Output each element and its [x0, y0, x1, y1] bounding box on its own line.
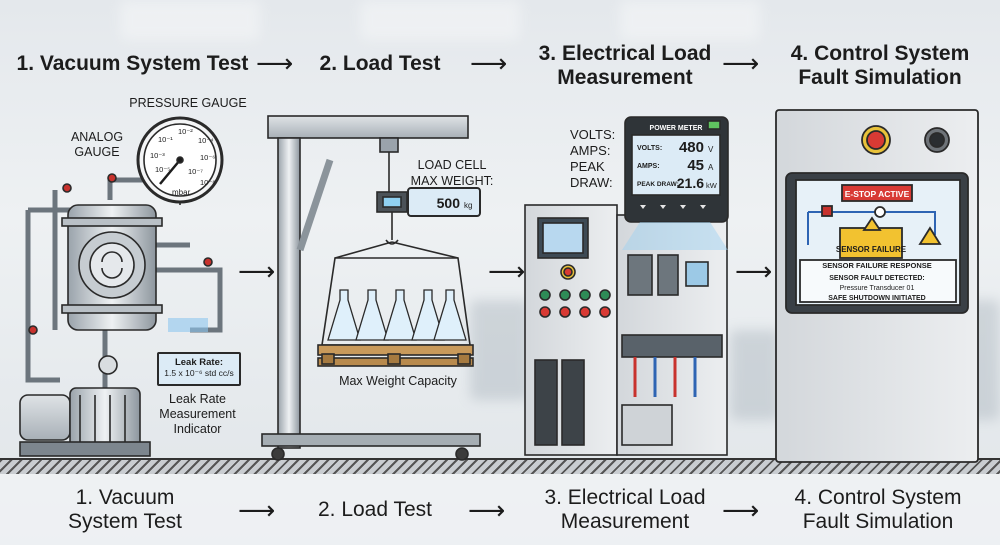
svg-text:PEAK DRAW:: PEAK DRAW:	[637, 181, 679, 188]
svg-text:10⁻⁷: 10⁻⁷	[188, 167, 203, 176]
svg-text:V: V	[708, 145, 714, 154]
power-meter-text: POWER METER VOLTS: 480 V AMPS: 45 A PEAK…	[637, 125, 718, 191]
svg-text:SENSOR FAILURE RESPONSE: SENSOR FAILURE RESPONSE	[822, 261, 932, 270]
flow-arrow-3: ⟶	[735, 256, 773, 286]
background-window	[620, 0, 760, 40]
title-arrow-3: ⟶	[722, 48, 760, 78]
floor-line	[0, 458, 1000, 474]
title-arrow-2: ⟶	[470, 48, 508, 78]
bottom-caption-strip	[0, 472, 1000, 545]
svg-text:10⁻⁵: 10⁻⁵	[155, 165, 170, 174]
control-station	[775, 109, 979, 463]
gauge-ticks: 10⁻¹ 10⁻² 10⁻³ 10⁻⁴ 10⁻⁵ 10⁻⁶ 10⁻⁷ 10⁻⁸ …	[150, 127, 215, 197]
svg-text:POWER METER: POWER METER	[650, 125, 703, 132]
svg-text:E-STOP ACTIVE: E-STOP ACTIVE	[845, 189, 910, 199]
background-bench	[730, 330, 780, 420]
step-2-caption: 2. Load Test	[317, 498, 433, 521]
svg-text:VOLTS:: VOLTS:	[637, 145, 662, 152]
step-1-title: 1. Vacuum System Test	[16, 52, 249, 75]
flasks	[327, 289, 467, 341]
svg-text:Pressure Transducer 01: Pressure Transducer 01	[840, 285, 915, 292]
electrical-side-labels: VOLTS: AMPS: PEAK DRAW:	[570, 127, 616, 190]
step-2-title: 2. Load Test	[319, 52, 441, 75]
leak-rate-value: 1.5 x 10⁻⁶ std cc/s	[164, 368, 234, 378]
bottom-arrow-2: ⟶	[468, 495, 506, 525]
background-bench	[470, 300, 530, 400]
svg-text:SENSOR FAILURE: SENSOR FAILURE	[836, 245, 907, 254]
flow-arrow-1: ⟶	[238, 256, 276, 286]
svg-text:A: A	[708, 163, 714, 172]
svg-text:10⁻²: 10⁻²	[178, 127, 193, 136]
svg-text:10⁻¹: 10⁻¹	[158, 135, 173, 144]
bottom-arrow-1: ⟶	[238, 495, 276, 525]
svg-text:kW: kW	[706, 181, 718, 190]
svg-text:10⁻⁸: 10⁻⁸	[200, 178, 215, 187]
svg-text:SAFE SHUTDOWN INITIATED: SAFE SHUTDOWN INITIATED	[828, 295, 925, 302]
svg-text:21.6: 21.6	[677, 175, 704, 191]
max-weight-caption: Max Weight Capacity	[339, 374, 457, 388]
background-window	[360, 0, 520, 40]
svg-text:SENSOR FAULT DETECTED:: SENSOR FAULT DETECTED:	[829, 275, 925, 282]
svg-text:AMPS:: AMPS:	[637, 163, 660, 170]
svg-text:mbar: mbar	[172, 188, 191, 197]
load-cell-text: 500 kg	[437, 195, 473, 211]
control-screen-text: E-STOP ACTIVE SENSOR FAILURE SENSOR FAIL…	[822, 189, 932, 302]
load-cell-display	[407, 187, 481, 217]
svg-text:10⁻³: 10⁻³	[150, 151, 165, 160]
svg-text:500: 500	[437, 195, 461, 211]
pressure-gauge-label: PRESSURE GAUGE	[129, 96, 247, 110]
vacuum-station	[19, 116, 224, 457]
leak-rate-title: Leak Rate:	[174, 357, 224, 368]
title-arrow-1: ⟶	[256, 48, 294, 78]
svg-text:kg: kg	[464, 201, 472, 210]
flow-arrow-2: ⟶	[488, 256, 526, 286]
background-window	[120, 0, 260, 40]
bottom-arrow-3: ⟶	[722, 495, 760, 525]
svg-text:10⁻⁶: 10⁻⁶	[200, 153, 215, 162]
leak-rate-indicator: Leak Rate: 1.5 x 10⁻⁶ std cc/s	[157, 352, 241, 386]
svg-text:480: 480	[679, 139, 704, 156]
electrical-station	[524, 116, 729, 456]
svg-text:10⁻⁴: 10⁻⁴	[198, 136, 214, 145]
load-station	[261, 115, 481, 461]
svg-text:45: 45	[687, 157, 704, 174]
